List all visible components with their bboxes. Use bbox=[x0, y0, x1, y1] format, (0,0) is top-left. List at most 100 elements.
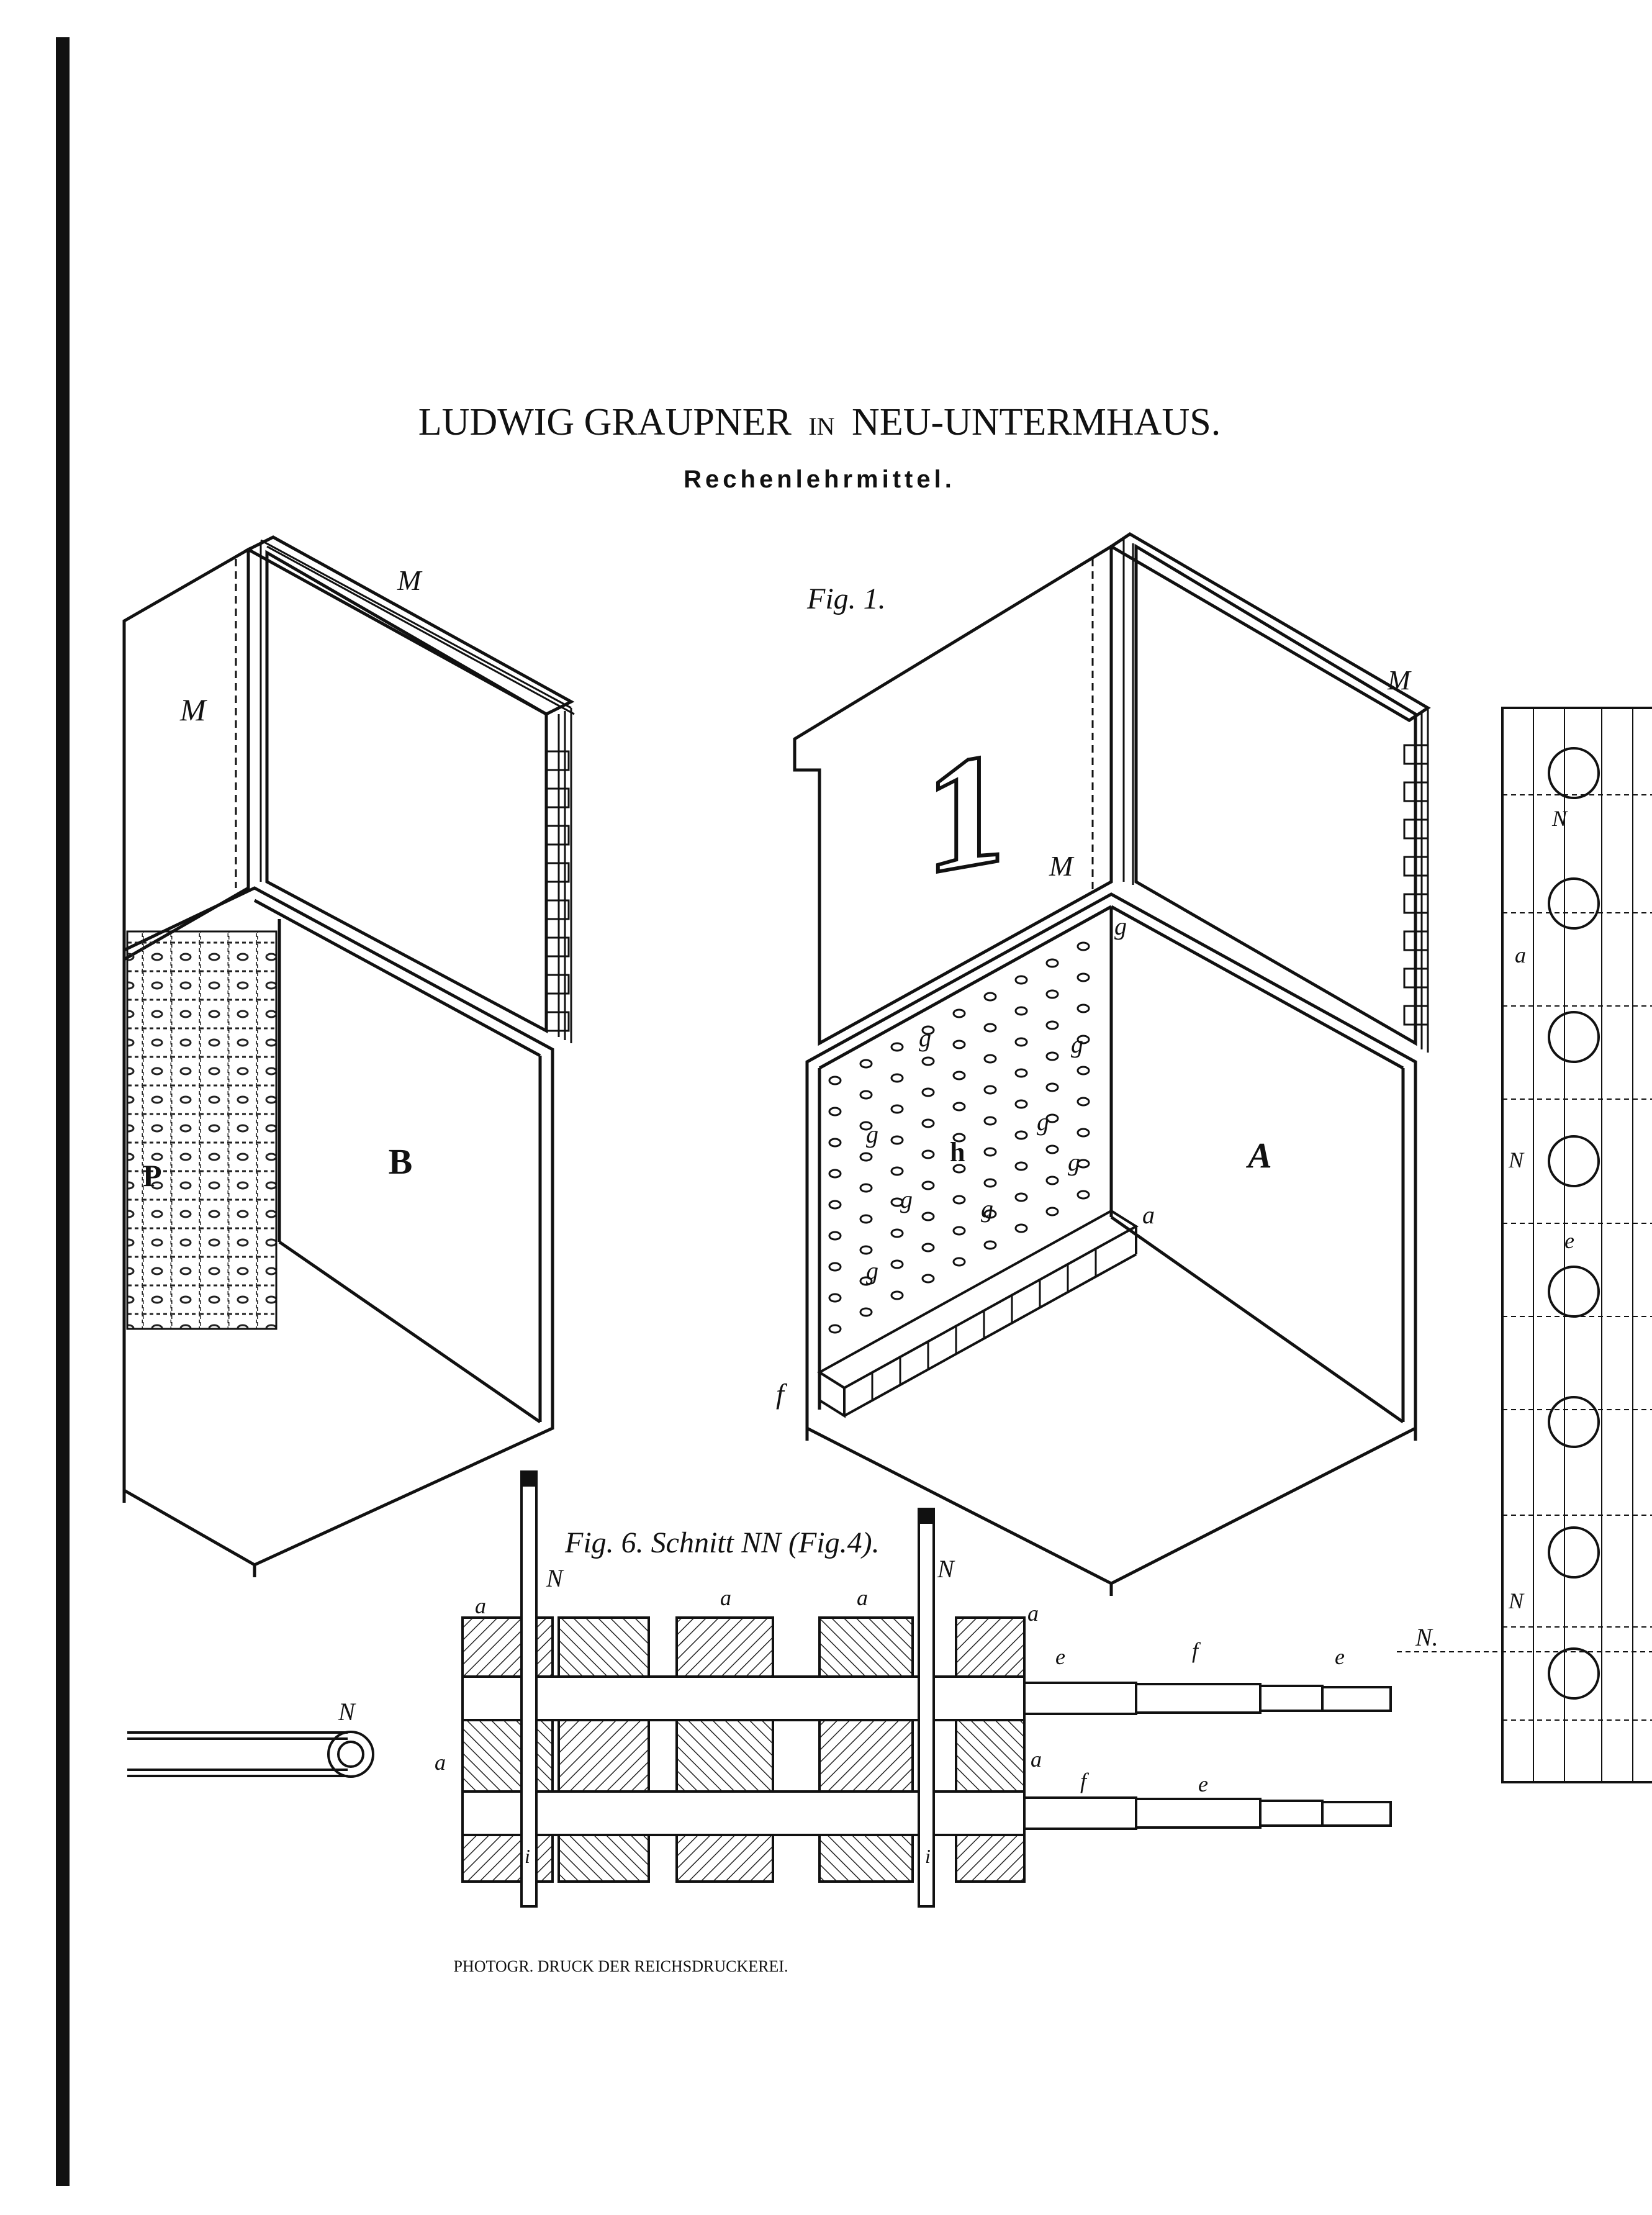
peg-hole bbox=[1077, 1003, 1090, 1013]
peg-hole bbox=[1045, 1144, 1059, 1154]
peg-hole bbox=[1045, 989, 1059, 999]
peg-hole bbox=[952, 1133, 966, 1143]
peg-hole bbox=[828, 1107, 842, 1117]
peg-hole bbox=[828, 1138, 842, 1148]
svg-text:a: a bbox=[720, 1585, 731, 1610]
peg-hole bbox=[859, 1152, 873, 1162]
peg-hole bbox=[859, 1121, 873, 1131]
peg-hole bbox=[1077, 1128, 1090, 1138]
peg-hole bbox=[890, 1073, 904, 1083]
binding-bar bbox=[56, 37, 70, 2186]
svg-text:a: a bbox=[1027, 1601, 1039, 1626]
peg-hole bbox=[1045, 1020, 1059, 1030]
peg-hole bbox=[890, 1104, 904, 1114]
svg-text:g: g bbox=[1071, 1030, 1083, 1058]
svg-text:g: g bbox=[866, 1257, 878, 1285]
peg-hole bbox=[890, 1259, 904, 1269]
peg-hole bbox=[921, 1025, 935, 1035]
peg-hole bbox=[1045, 1082, 1059, 1092]
peg-hole bbox=[1077, 1159, 1090, 1169]
peg-hole bbox=[1014, 1192, 1028, 1202]
peg-hole bbox=[890, 1197, 904, 1207]
svg-text:g: g bbox=[1037, 1108, 1049, 1136]
peg-hole bbox=[1077, 1035, 1090, 1044]
svg-text:i: i bbox=[525, 1845, 530, 1867]
peg-hole bbox=[1014, 1037, 1028, 1047]
peg-hole bbox=[921, 1149, 935, 1159]
peg-hole bbox=[952, 1040, 966, 1049]
peg-hole bbox=[1045, 1113, 1059, 1123]
box-b-lid-letter: M bbox=[179, 692, 207, 727]
peg-hole bbox=[1077, 1066, 1090, 1076]
subtitle: Rechenlehrmittel. bbox=[684, 466, 955, 493]
peg-labels: g g g g g g g g g bbox=[866, 912, 1127, 1285]
peg-hole bbox=[983, 1116, 997, 1126]
peg-hole bbox=[828, 1200, 842, 1210]
board-label: h bbox=[950, 1137, 965, 1167]
right-strip-labels: N a N e N bbox=[1508, 806, 1574, 1613]
box-b-drawing bbox=[122, 535, 575, 1577]
title-place: NEU-UNTERMHAUS. bbox=[852, 401, 1221, 443]
svg-text:N.: N. bbox=[1415, 1623, 1438, 1651]
peg-hole bbox=[983, 1209, 997, 1219]
corner-label: f bbox=[776, 1378, 788, 1410]
box-a-letter: A bbox=[1246, 1135, 1272, 1175]
svg-text:i: i bbox=[925, 1845, 931, 1867]
title: LUDWIG GRAUPNER IN NEU-UNTERMHAUS. bbox=[418, 401, 1221, 443]
peg-hole bbox=[921, 1056, 935, 1066]
peg-hole bbox=[1014, 975, 1028, 985]
peg-hole bbox=[859, 1276, 873, 1286]
svg-text:N: N bbox=[1551, 806, 1568, 831]
peg-hole bbox=[1077, 972, 1090, 982]
svg-text:N: N bbox=[1508, 1148, 1525, 1172]
box-a-drawing bbox=[793, 532, 1431, 1596]
peg-hole bbox=[983, 992, 997, 1002]
peg-hole bbox=[1014, 1223, 1028, 1233]
fig6-section-drawing bbox=[461, 1470, 1652, 1908]
peg-hole bbox=[828, 1293, 842, 1303]
peg-hole bbox=[890, 1166, 904, 1176]
peg-hole bbox=[952, 1257, 966, 1267]
svg-text:a: a bbox=[435, 1750, 446, 1775]
peg-hole bbox=[952, 1008, 966, 1018]
peg-hole bbox=[921, 1180, 935, 1190]
peg-hole bbox=[1014, 1068, 1028, 1078]
peg-hole bbox=[983, 1240, 997, 1250]
svg-text:g: g bbox=[900, 1185, 913, 1213]
box-a-lid-edge-letter: M bbox=[1387, 665, 1412, 695]
svg-text:N: N bbox=[1508, 1588, 1525, 1613]
peg-hole bbox=[921, 1087, 935, 1097]
peg-hole bbox=[1014, 1006, 1028, 1016]
box-a-lid-letter: M bbox=[1049, 850, 1075, 882]
peg-hole bbox=[921, 1118, 935, 1128]
peg-hole bbox=[1045, 1207, 1059, 1216]
box-b-lid-edge-letter: M bbox=[397, 564, 423, 596]
peg-hole bbox=[952, 1195, 966, 1205]
peg-hole bbox=[1014, 1161, 1028, 1171]
peg-hole bbox=[859, 1090, 873, 1100]
svg-text:a: a bbox=[1515, 943, 1526, 967]
fig1-caption: Fig. 1. bbox=[806, 582, 886, 615]
peg-hole bbox=[859, 1214, 873, 1224]
peg-hole bbox=[952, 1071, 966, 1080]
peg-hole bbox=[890, 1228, 904, 1238]
peg-hole bbox=[828, 1169, 842, 1179]
peg-hole bbox=[828, 1324, 842, 1334]
peg-hole bbox=[859, 1307, 873, 1317]
peg-hole bbox=[1077, 941, 1090, 951]
svg-text:f: f bbox=[1192, 1638, 1201, 1663]
peg-hole bbox=[890, 1042, 904, 1052]
peg-hole bbox=[921, 1274, 935, 1284]
printer-credit: PHOTOGR. DRUCK DER REICHSDRUCKEREI. bbox=[453, 1957, 788, 1975]
peg-hole bbox=[1045, 1051, 1059, 1061]
svg-text:e: e bbox=[1335, 1644, 1345, 1669]
peg-hole bbox=[983, 1085, 997, 1095]
svg-text:e: e bbox=[1564, 1228, 1574, 1253]
box-b-letter: B bbox=[389, 1141, 413, 1182]
peg-hole bbox=[1045, 958, 1059, 968]
peg-hole bbox=[828, 1262, 842, 1272]
title-main: LUDWIG GRAUPNER bbox=[418, 401, 792, 443]
peg-hole bbox=[859, 1183, 873, 1193]
peg-hole bbox=[1045, 1175, 1059, 1185]
